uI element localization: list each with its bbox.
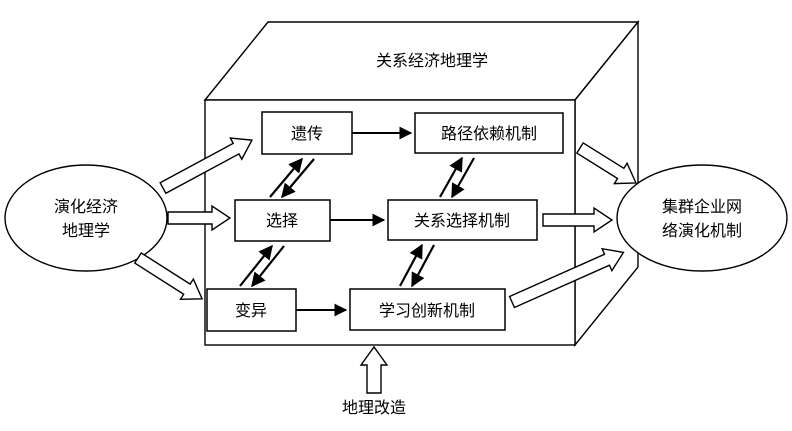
- hollow-arrow-right-bottom: [508, 247, 625, 309]
- right-ellipse-label-line1: 集群企业网: [662, 198, 742, 216]
- cube-title: 关系经济地理学: [376, 52, 488, 70]
- box-heredity-label: 遗传: [291, 125, 323, 143]
- box-variation-label: 变异: [235, 302, 267, 320]
- arrow-variation-to-selection: [239, 244, 273, 287]
- hollow-arrow-left-middle: [167, 204, 232, 232]
- left-ellipse: [4, 164, 168, 272]
- hollow-arrow-left-bottom: [133, 251, 204, 301]
- box-relation-selection-label: 关系选择机制: [414, 212, 510, 230]
- arrow-relation-selection-to-learning-innovation: [411, 244, 435, 288]
- arrow-selection-to-heredity: [269, 157, 303, 198]
- hollow-arrow-right-middle: [542, 206, 614, 234]
- left-ellipse-label-line2: 地理学: [62, 222, 110, 240]
- right-ellipse: [616, 164, 788, 272]
- arrow-path-dependence-to-relation-selection: [451, 157, 475, 199]
- bottom-label: 地理改造: [342, 399, 406, 417]
- arrow-learning-innovation-to-relation-selection: [399, 243, 423, 287]
- box-path-dependence: [414, 112, 564, 154]
- arrow-heredity-to-selection: [281, 158, 315, 199]
- box-selection: [234, 199, 331, 242]
- hollow-arrow-bottom-up: [359, 345, 389, 394]
- box-learning-innovation: [349, 288, 506, 331]
- box-learning-innovation-label: 学习创新机制: [379, 302, 475, 320]
- right-ellipse-label-line2: 络演化机制: [662, 221, 742, 240]
- left-ellipse-label-line1: 演化经济: [54, 198, 118, 216]
- box-selection-label: 选择: [266, 212, 298, 230]
- hollow-arrow-right-top: [575, 141, 638, 185]
- box-heredity: [261, 111, 353, 155]
- box-relation-selection: [387, 199, 538, 241]
- hollow-arrow-left-top: [159, 137, 254, 195]
- arrow-relation-selection-to-path-dependence: [439, 156, 463, 198]
- box-path-dependence-label: 路径依赖机制: [441, 125, 537, 143]
- arrow-selection-to-variation: [251, 245, 285, 288]
